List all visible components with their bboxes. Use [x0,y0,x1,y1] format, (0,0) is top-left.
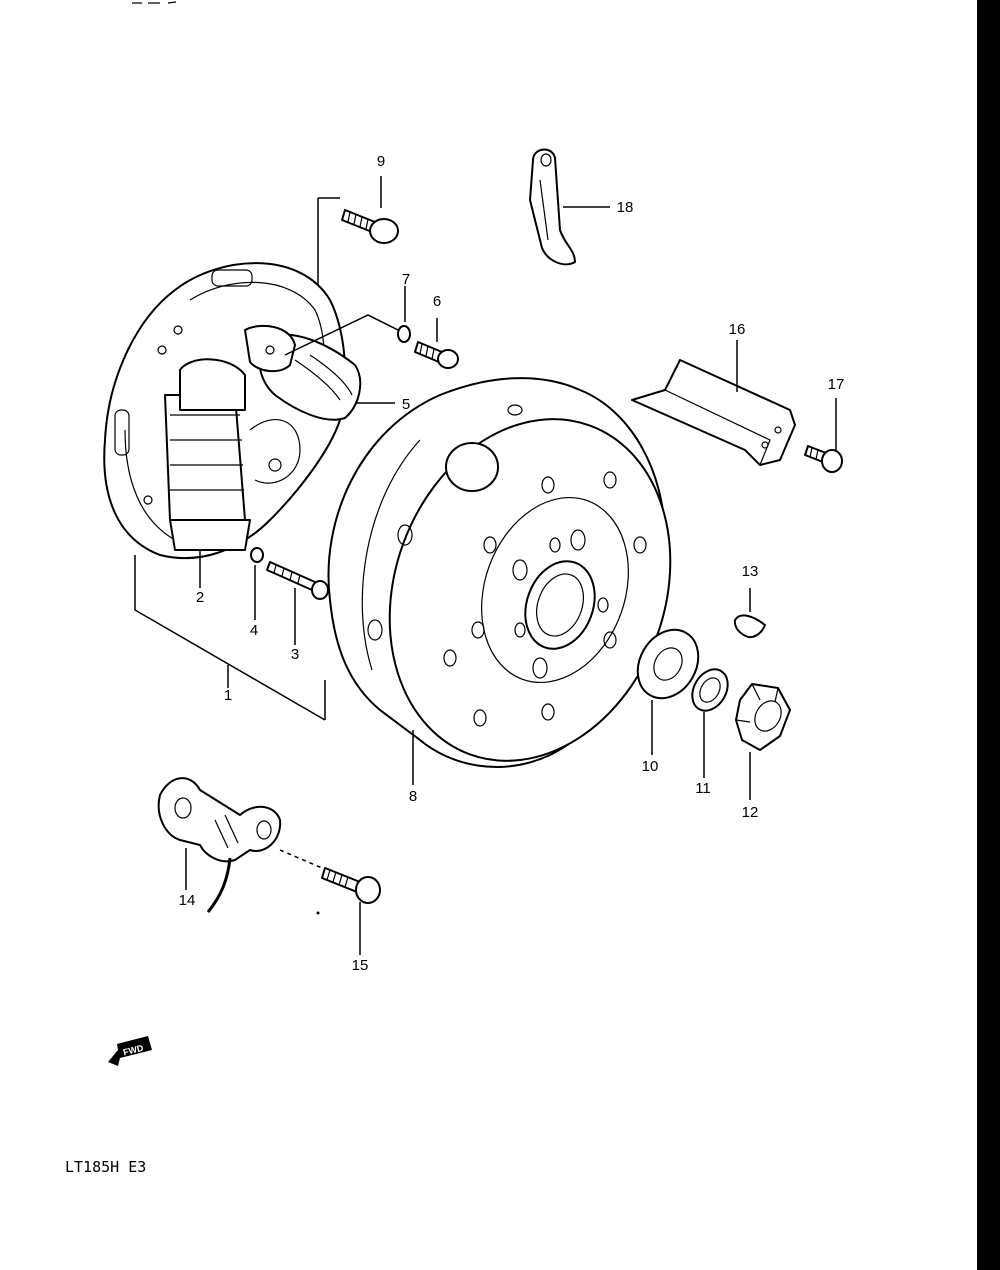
callout-8: 8 [409,788,417,805]
pickup-coil-14[interactable] [157,777,282,913]
flywheel-rotor[interactable] [327,377,716,801]
callout-5: 5 [402,396,410,413]
scan-edge-bar [977,0,1000,1270]
callout-1: 1 [224,687,232,704]
callout-9: 9 [377,153,385,170]
callout-18: 18 [617,199,634,216]
callout-3: 3 [291,646,299,663]
callout-16: 16 [729,321,746,338]
fwd-label: FWD [122,1043,145,1058]
callout-6: 6 [433,293,441,310]
screw-6[interactable] [414,341,459,369]
screw-3[interactable] [266,561,329,600]
cover-16[interactable] [631,359,796,466]
clamp-18[interactable] [529,148,576,266]
callout-2: 2 [196,589,204,606]
screw-17[interactable] [804,445,843,473]
nut-12[interactable] [735,683,791,751]
washer-7[interactable] [397,325,411,343]
callout-7: 7 [402,271,410,288]
callout-15: 15 [352,957,369,974]
callout-13: 13 [742,563,759,580]
lock-washer-11[interactable] [685,663,735,717]
washer-4[interactable] [250,547,264,563]
screw-15[interactable] [321,867,381,904]
callout-4: 4 [250,622,258,639]
screw-9[interactable] [341,209,399,244]
fwd-arrow-icon: FWD [108,1036,152,1066]
callout-14: 14 [179,892,196,909]
model-code: LT185H E3 [65,1158,146,1176]
charging-coil[interactable] [244,324,362,421]
callout-10: 10 [642,758,659,775]
callout-17: 17 [828,376,845,393]
washer-10[interactable] [626,619,710,709]
ignition-coil[interactable] [164,358,251,551]
key-13[interactable] [733,614,766,639]
callout-12: 12 [742,804,759,821]
callout-11: 11 [695,780,711,797]
